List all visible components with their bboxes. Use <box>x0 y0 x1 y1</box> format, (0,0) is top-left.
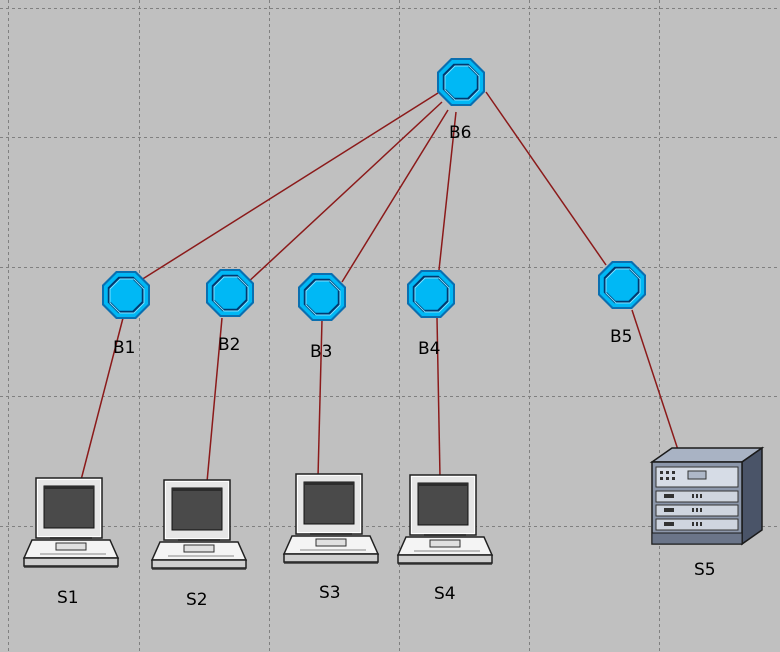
node-label-s2: S2 <box>186 590 208 610</box>
link-b6-b4 <box>438 111 457 271</box>
router-b4[interactable] <box>405 268 457 320</box>
router-b6[interactable] <box>435 56 487 108</box>
workstation-icon <box>151 479 247 571</box>
node-label-b3: B3 <box>310 342 332 362</box>
node-label-b5: B5 <box>610 327 632 347</box>
link-b4-s4 <box>436 317 441 478</box>
router-b2[interactable] <box>204 267 256 319</box>
workstation-icon <box>283 473 379 565</box>
workstation-icon <box>23 477 119 569</box>
router-icon <box>405 268 457 320</box>
router-icon <box>435 56 487 108</box>
link-b3-s3 <box>317 319 323 478</box>
link-b6-b3 <box>341 109 449 283</box>
workstation-s4[interactable] <box>397 474 493 566</box>
server-s5[interactable] <box>649 446 765 546</box>
node-label-b4: B4 <box>418 339 440 359</box>
workstation-s3[interactable] <box>283 473 379 565</box>
link-b6-b1 <box>140 92 439 281</box>
workstation-s2[interactable] <box>151 479 247 571</box>
node-label-b6: B6 <box>449 123 471 143</box>
link-b1-s1 <box>80 317 124 481</box>
node-label-s4: S4 <box>434 584 456 604</box>
node-label-s5: S5 <box>694 560 716 580</box>
workstation-icon <box>397 474 493 566</box>
link-b6-b2 <box>245 101 443 285</box>
node-label-b1: B1 <box>113 338 135 358</box>
link-b6-b5 <box>485 91 607 266</box>
node-label-b2: B2 <box>218 335 240 355</box>
node-label-s1: S1 <box>57 588 79 608</box>
router-b5[interactable] <box>596 259 648 311</box>
router-icon <box>100 269 152 321</box>
link-b5-s5 <box>631 309 681 457</box>
router-b3[interactable] <box>296 271 348 323</box>
node-label-s3: S3 <box>319 583 341 603</box>
server-icon <box>649 446 765 546</box>
router-b1[interactable] <box>100 269 152 321</box>
link-b2-s2 <box>206 317 223 483</box>
router-icon <box>204 267 256 319</box>
workstation-s1[interactable] <box>23 477 119 569</box>
router-icon <box>596 259 648 311</box>
router-icon <box>296 271 348 323</box>
